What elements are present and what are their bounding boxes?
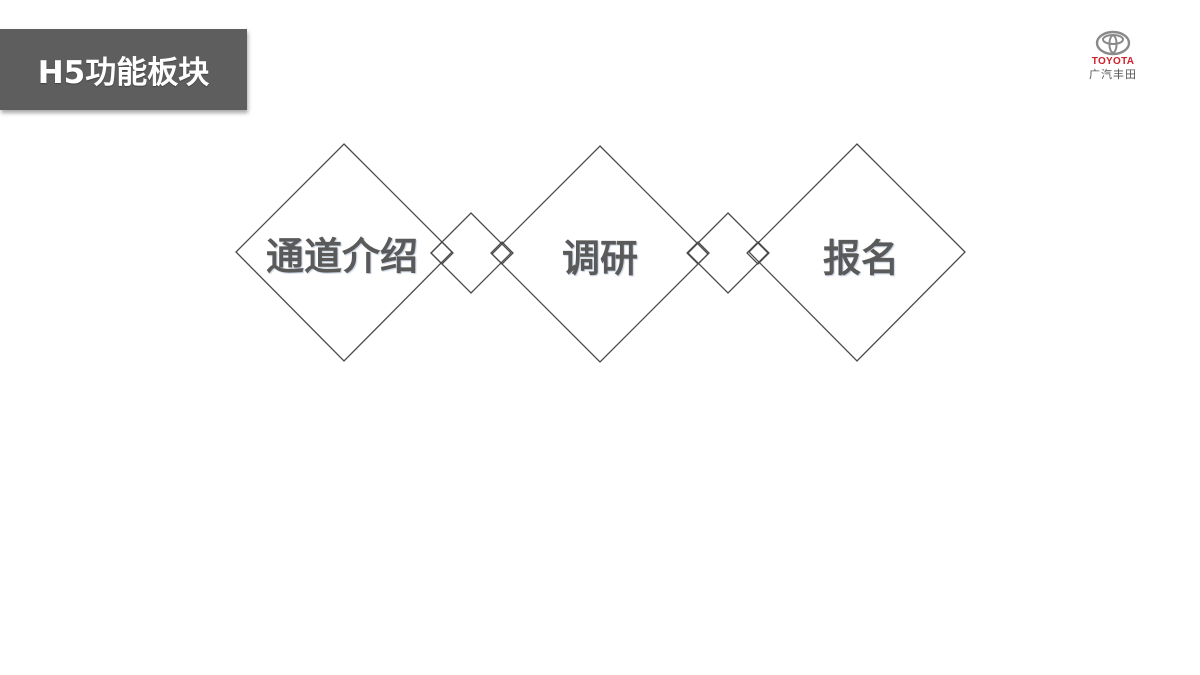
intersection-diamond (490, 241, 514, 265)
diamond-node-channel-intro[interactable] (235, 143, 453, 362)
diamond-node-signup[interactable] (748, 143, 966, 362)
intersection-diamond (686, 241, 710, 265)
node-label-survey[interactable]: 调研 (561, 236, 639, 281)
intersection-diamond (746, 241, 770, 265)
node-label-channel-intro[interactable]: 通道介绍 (265, 234, 419, 279)
connector-diamond-2 (687, 212, 769, 294)
connector-diamond-1 (430, 212, 512, 294)
diamond-node-survey[interactable] (491, 145, 709, 363)
toyota-emblem-icon (1095, 30, 1131, 56)
logo-subtitle-text: 广汽丰田 (1089, 68, 1137, 81)
logo-brand-text: TOYOTA (1091, 56, 1135, 67)
intersection-diamond (430, 241, 454, 265)
toyota-logo: TOYOTA 广汽丰田 (1068, 30, 1158, 94)
node-label-signup[interactable]: 报名 (822, 236, 900, 281)
section-title: H5功能板块 (37, 55, 210, 91)
section-title-box: H5功能板块 (0, 29, 247, 110)
